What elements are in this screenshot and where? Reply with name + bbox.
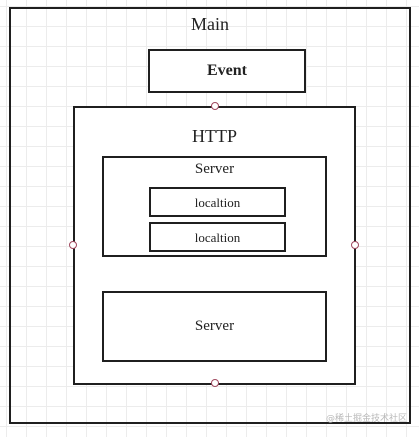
location-label-1: localtion bbox=[194, 195, 241, 210]
server-1-title: Server bbox=[194, 161, 235, 177]
server-box-1[interactable]: Server bbox=[102, 156, 327, 257]
http-handle-bottom[interactable] bbox=[211, 379, 219, 387]
main-box[interactable]: Main bbox=[9, 7, 411, 424]
server-box-2[interactable]: Server bbox=[102, 291, 327, 362]
location-box-2[interactable]: localtion bbox=[149, 222, 286, 252]
location-label-2: localtion bbox=[194, 230, 241, 245]
http-handle-left[interactable] bbox=[69, 241, 77, 249]
location-box-1[interactable]: localtion bbox=[149, 187, 286, 217]
watermark: @稀土掘金技术社区 bbox=[325, 414, 407, 424]
http-handle-right[interactable] bbox=[351, 241, 359, 249]
http-title: HTTP bbox=[192, 126, 237, 146]
main-title: Main bbox=[191, 14, 229, 34]
event-box[interactable]: Event bbox=[148, 49, 306, 93]
server-2-title: Server bbox=[194, 318, 235, 334]
event-label: Event bbox=[207, 62, 247, 79]
http-handle-top[interactable] bbox=[211, 102, 219, 110]
